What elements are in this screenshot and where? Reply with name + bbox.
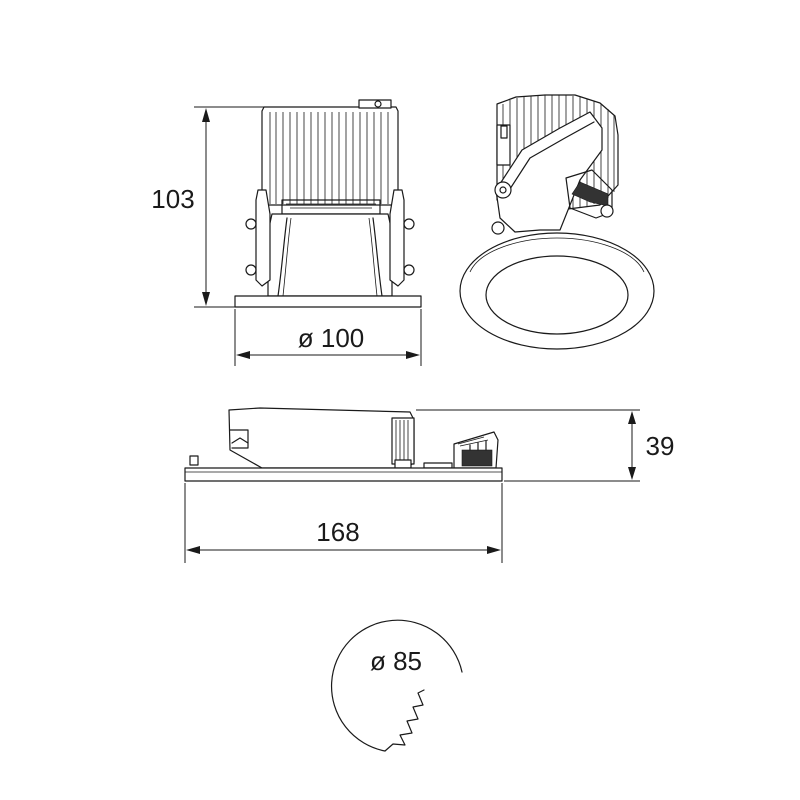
cutout-break-line bbox=[384, 689, 425, 752]
front-brackets bbox=[245, 189, 415, 287]
front-diameter-label: ø 100 bbox=[298, 323, 365, 353]
depth-dimension: 39 bbox=[416, 409, 675, 482]
perspective-view bbox=[459, 94, 655, 350]
depth-label: 39 bbox=[646, 431, 675, 461]
front-heatsink bbox=[261, 99, 399, 215]
cutout-diameter-label: ø 85 bbox=[370, 646, 422, 676]
cutout-circle bbox=[331, 619, 463, 752]
height-label: 103 bbox=[151, 184, 194, 214]
front-view bbox=[234, 99, 422, 308]
cutout-view: ø 85 bbox=[331, 619, 463, 752]
perspective-trim bbox=[459, 232, 655, 350]
side-housing bbox=[228, 407, 415, 469]
perspective-bracket bbox=[491, 111, 614, 235]
side-clip bbox=[453, 431, 499, 469]
front-diameter-dimension: ø 100 bbox=[234, 309, 422, 366]
side-trim bbox=[184, 467, 503, 482]
height-dimension: 103 bbox=[151, 106, 264, 308]
front-trim bbox=[234, 295, 422, 308]
length-label: 168 bbox=[316, 517, 359, 547]
side-view bbox=[184, 407, 503, 482]
length-dimension: 168 bbox=[184, 483, 503, 563]
front-reflector bbox=[267, 213, 393, 297]
